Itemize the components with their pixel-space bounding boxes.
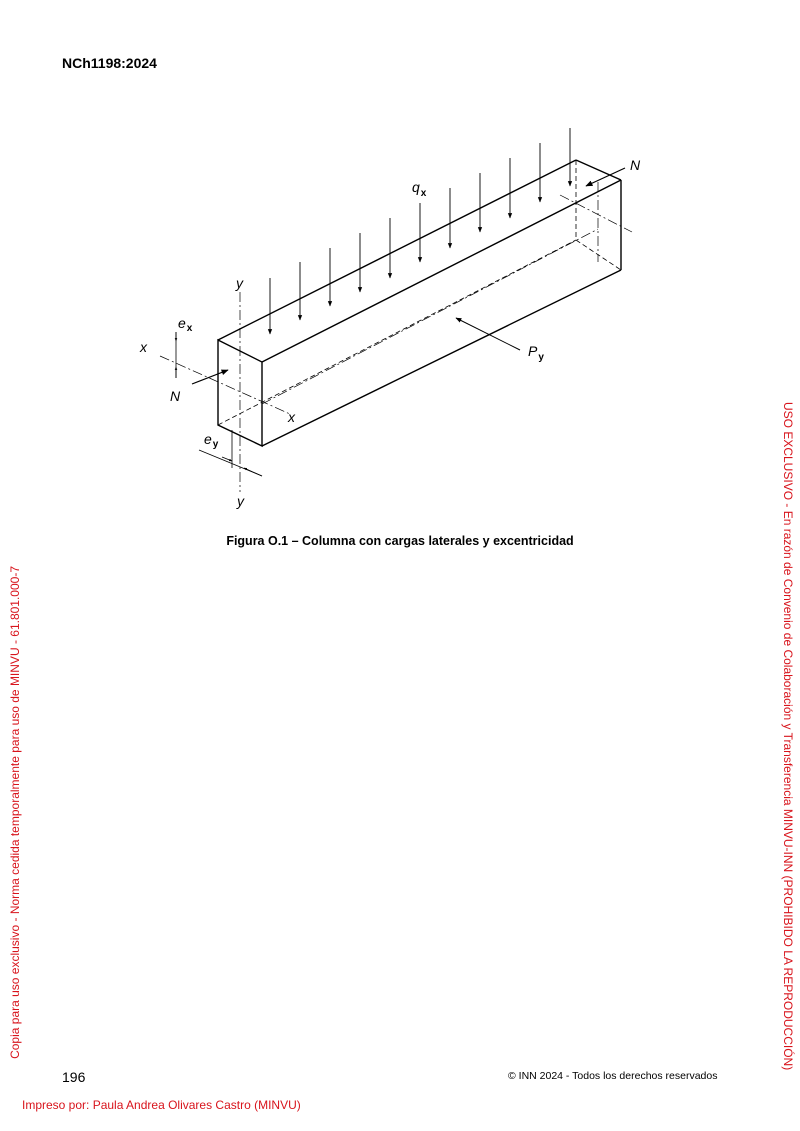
document-code: NCh1198:2024 bbox=[62, 55, 157, 71]
point-load-label: Py bbox=[528, 343, 544, 363]
copyright-notice: © INN 2024 - Todos los derechos reservad… bbox=[508, 1070, 718, 1082]
axis-label-y-bottom: y bbox=[236, 493, 245, 509]
watermark-right: USO EXCLUSIVO - En razón de Convenio de … bbox=[781, 402, 795, 1071]
figure-labels: qx N y ex x Py N x ey y bbox=[139, 157, 641, 509]
load-label: qx bbox=[412, 179, 427, 199]
hidden-lines bbox=[217, 160, 622, 426]
column-prism bbox=[217, 159, 622, 448]
axial-label-left: N bbox=[170, 388, 181, 404]
axis-label-x-left: x bbox=[139, 339, 148, 355]
axial-label-top: N bbox=[630, 157, 641, 173]
distributed-load-arrows bbox=[267, 128, 573, 335]
point-load-arrow bbox=[455, 317, 521, 351]
eccentricity-dimensions bbox=[174, 332, 263, 477]
page-number: 196 bbox=[62, 1069, 86, 1085]
center-lines bbox=[159, 182, 633, 492]
axis-label-x-right: x bbox=[287, 409, 296, 425]
ecc-x-label: ex bbox=[178, 315, 193, 334]
figure-caption: Figura O.1 – Columna con cargas laterale… bbox=[226, 534, 574, 548]
axial-load-arrows bbox=[191, 167, 626, 385]
ecc-y-label: ey bbox=[204, 431, 219, 450]
watermark-bottom: Impreso por: Paula Andrea Olivares Castr… bbox=[22, 1098, 301, 1112]
watermark-left: Copia para uso exclusivo - Norma cedida … bbox=[8, 566, 22, 1059]
axis-label-y-top: y bbox=[235, 275, 244, 291]
column-figure: qx N y ex x Py N x ey y bbox=[139, 128, 641, 509]
